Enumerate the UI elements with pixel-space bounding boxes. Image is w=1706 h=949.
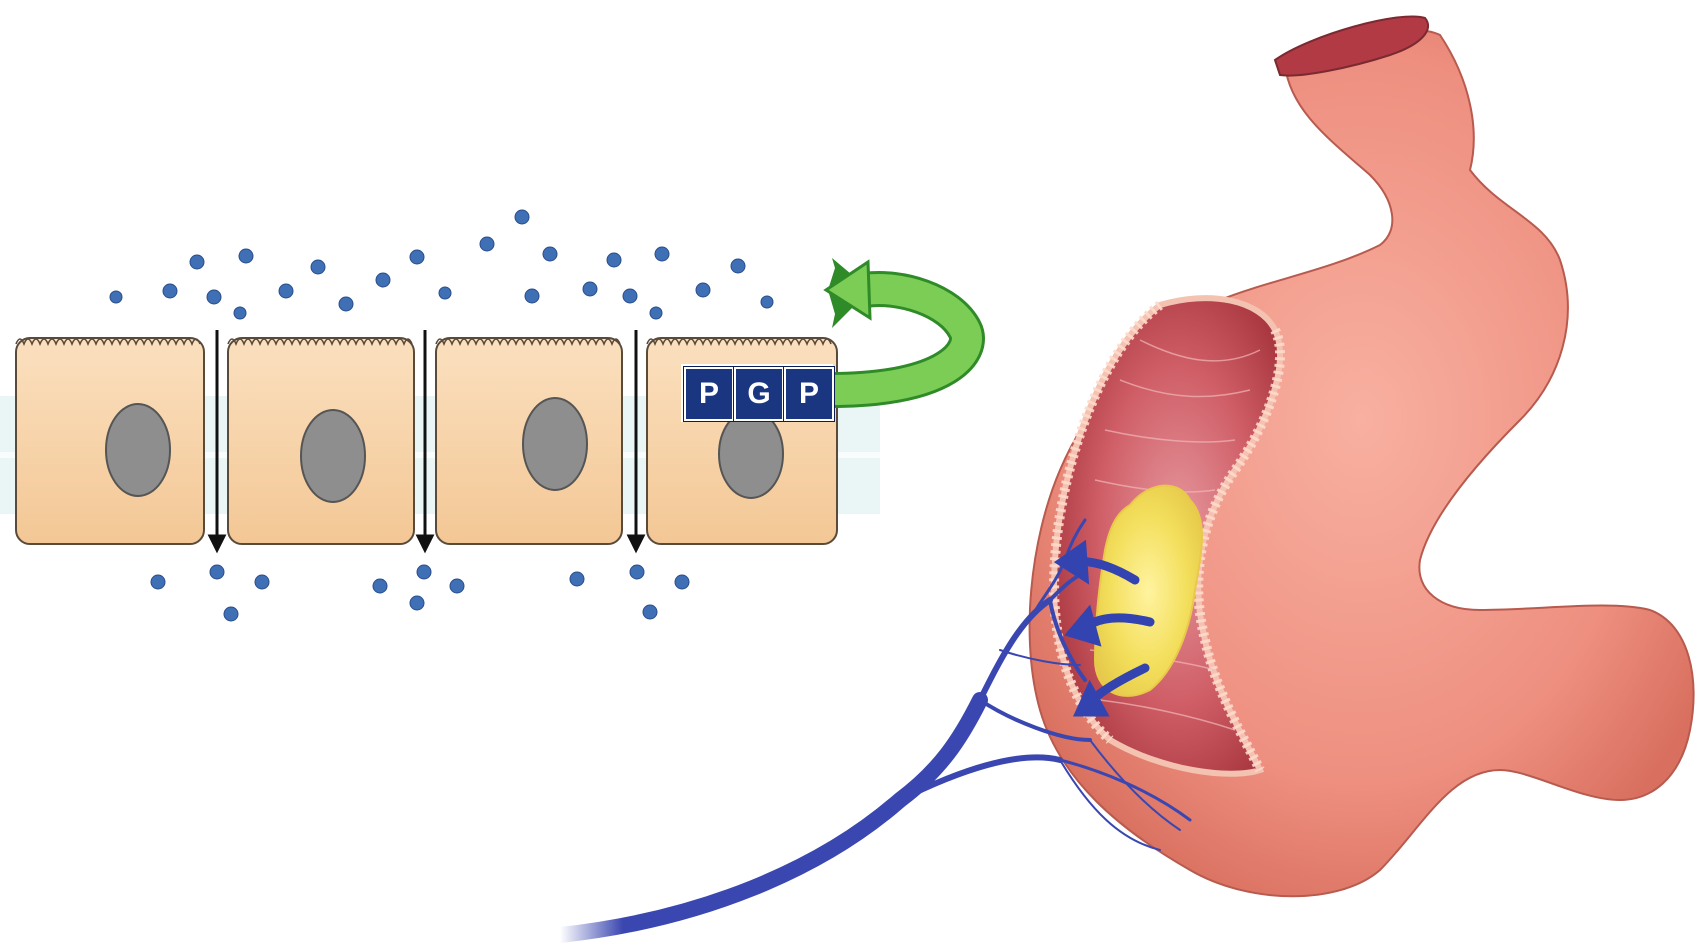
nucleus [106,404,170,496]
intestine [1030,16,1694,896]
pgp-letter-g: G [734,367,784,421]
pgp-letter-p1: P [684,367,734,421]
epithelial-cell [16,338,204,544]
nucleus [301,410,365,502]
pgp-letter-p2: P [784,367,834,421]
epithelial-cell [228,338,414,544]
epithelial-cell [436,338,622,544]
nucleus [523,398,587,490]
efflux-arrow-icon [826,258,967,390]
nucleus [719,410,783,498]
